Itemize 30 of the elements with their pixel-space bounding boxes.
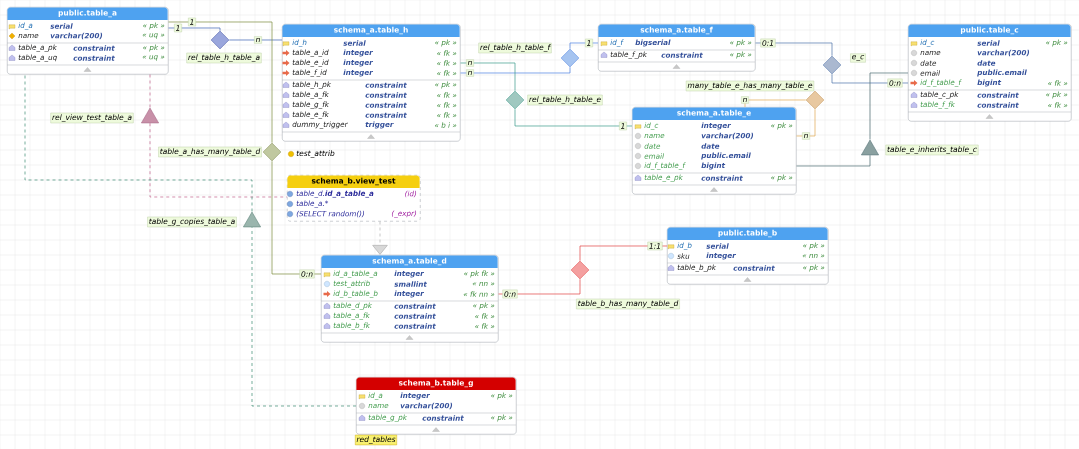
connector-line: [251, 226, 357, 407]
connector-line: [869, 72, 909, 140]
connector-line: [149, 74, 151, 108]
connector-line: [579, 245, 668, 262]
triangle-symbol: [141, 107, 159, 124]
connector-line: [569, 42, 599, 50]
connector-line: [460, 66, 571, 74]
connector-line: [514, 108, 633, 127]
relationship-diamond: [262, 142, 282, 162]
connector-line: [498, 278, 581, 295]
relationship-diamond: [805, 90, 825, 110]
relationship-diamond: [505, 90, 525, 110]
triangle-symbol: [243, 211, 261, 228]
connector-line: [271, 160, 322, 275]
relationship-diamond: [570, 260, 590, 280]
connector-line: [168, 21, 273, 144]
connector-line: [744, 99, 807, 108]
connector-line: [24, 74, 253, 212]
connector-line: [755, 42, 833, 57]
relationship-diamond: [210, 30, 230, 50]
connector-line: [460, 62, 516, 92]
connector-line: [168, 27, 221, 32]
connector-line: [831, 73, 909, 84]
relationship-diamond: [560, 48, 580, 68]
connector-line: [796, 154, 871, 167]
connector-line: [228, 39, 283, 41]
relationship-diamond: [822, 55, 842, 75]
connector-line: [149, 122, 288, 198]
arrow: [372, 221, 388, 255]
triangle-symbol: [861, 139, 879, 156]
